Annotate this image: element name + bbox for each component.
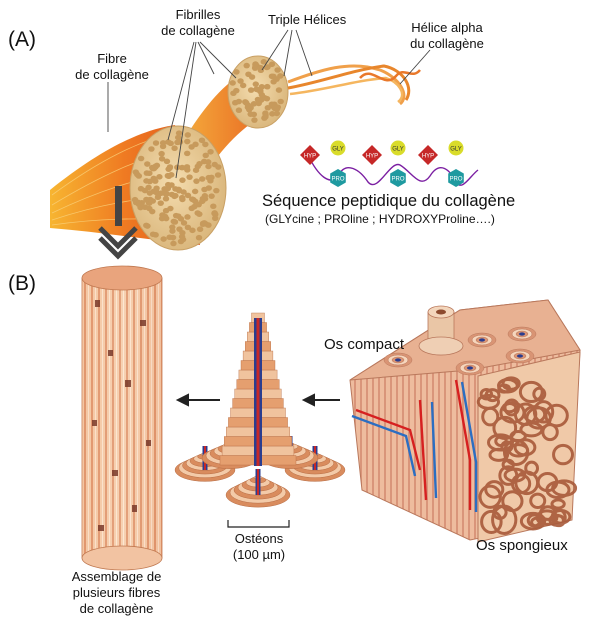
pro-residue-3: PRO bbox=[448, 169, 464, 187]
bone-block-drawing bbox=[349, 299, 581, 543]
gly-residue-2: GLY bbox=[390, 140, 406, 156]
peptide-residues: HYP GLY PRO HYP GLY PRO HYP GLY PRO bbox=[300, 140, 464, 187]
hyp-residue-3: HYP bbox=[418, 145, 438, 165]
left-arrow-icon bbox=[175, 393, 220, 407]
os-spongieux-label: Os spongieux bbox=[476, 537, 568, 554]
hyp-residue-text: HYP bbox=[366, 154, 378, 160]
hyp-residue-2: HYP bbox=[362, 145, 382, 165]
gly-residue-text: GLY bbox=[332, 147, 344, 153]
osteon-cluster bbox=[174, 312, 346, 508]
gly-residue-3: GLY bbox=[448, 140, 464, 156]
fibre-label-line1: Fibre bbox=[97, 51, 127, 66]
alpha-helix-label-line2: du collagène bbox=[410, 36, 484, 51]
fibre-assembly-column bbox=[81, 265, 163, 571]
left-arrow-icon-2 bbox=[301, 393, 340, 407]
assemblage-label-line2: plusieurs fibres bbox=[72, 585, 161, 600]
os-compact-label: Os compact bbox=[324, 336, 405, 353]
assemblage-label-line3: de collagène bbox=[79, 601, 154, 616]
fibrilles-label-line1: Fibrilles bbox=[175, 7, 221, 22]
sequence-title: Séquence peptidique du collagène bbox=[262, 192, 516, 210]
triple-helix-label: Triple Hélices bbox=[268, 12, 347, 27]
osteons-label-line2: (100 µm) bbox=[232, 547, 286, 562]
gly-residue-text: GLY bbox=[392, 147, 404, 153]
gly-residue-1: GLY bbox=[330, 140, 346, 156]
gly-residue-text: GLY bbox=[450, 147, 462, 153]
alpha-helix-label: Hélice alpha du collagène bbox=[392, 20, 502, 52]
osteons-label-line1: Ostéons bbox=[234, 531, 284, 546]
assemblage-label-line1: Assemblage de bbox=[71, 569, 162, 584]
fibre-label: Fibre de collagène bbox=[62, 51, 162, 83]
hyp-residue-text: HYP bbox=[304, 154, 316, 160]
hyp-residue-text: HYP bbox=[422, 154, 434, 160]
pro-residue-2: PRO bbox=[390, 169, 406, 187]
panel-b-label: (B) bbox=[8, 272, 36, 295]
pro-residue-text: PRO bbox=[331, 177, 344, 183]
fibrilles-label-line2: de collagène bbox=[161, 23, 235, 38]
assemblage-label: Assemblage de plusieurs fibres de collag… bbox=[54, 569, 179, 617]
pro-residue-1: PRO bbox=[330, 169, 346, 187]
pro-residue-text: PRO bbox=[391, 177, 404, 183]
panel-a-label: (A) bbox=[8, 28, 36, 51]
down-arrow-icon bbox=[98, 186, 138, 260]
collagen-fibre-drawing bbox=[50, 29, 431, 251]
fibrilles-label: Fibrilles de collagène bbox=[148, 7, 248, 39]
fibre-label-line2: de collagène bbox=[75, 67, 149, 82]
hyp-residue-1: HYP bbox=[300, 145, 320, 165]
scale-bracket bbox=[227, 520, 290, 528]
sequence-subtitle: (GLYcine ; PROline ; HYDROXYProline….) bbox=[265, 212, 495, 226]
osteons-label: Ostéons (100 µm) bbox=[214, 531, 304, 563]
pro-residue-text: PRO bbox=[449, 177, 462, 183]
alpha-helix-label-line1: Hélice alpha bbox=[411, 20, 483, 35]
